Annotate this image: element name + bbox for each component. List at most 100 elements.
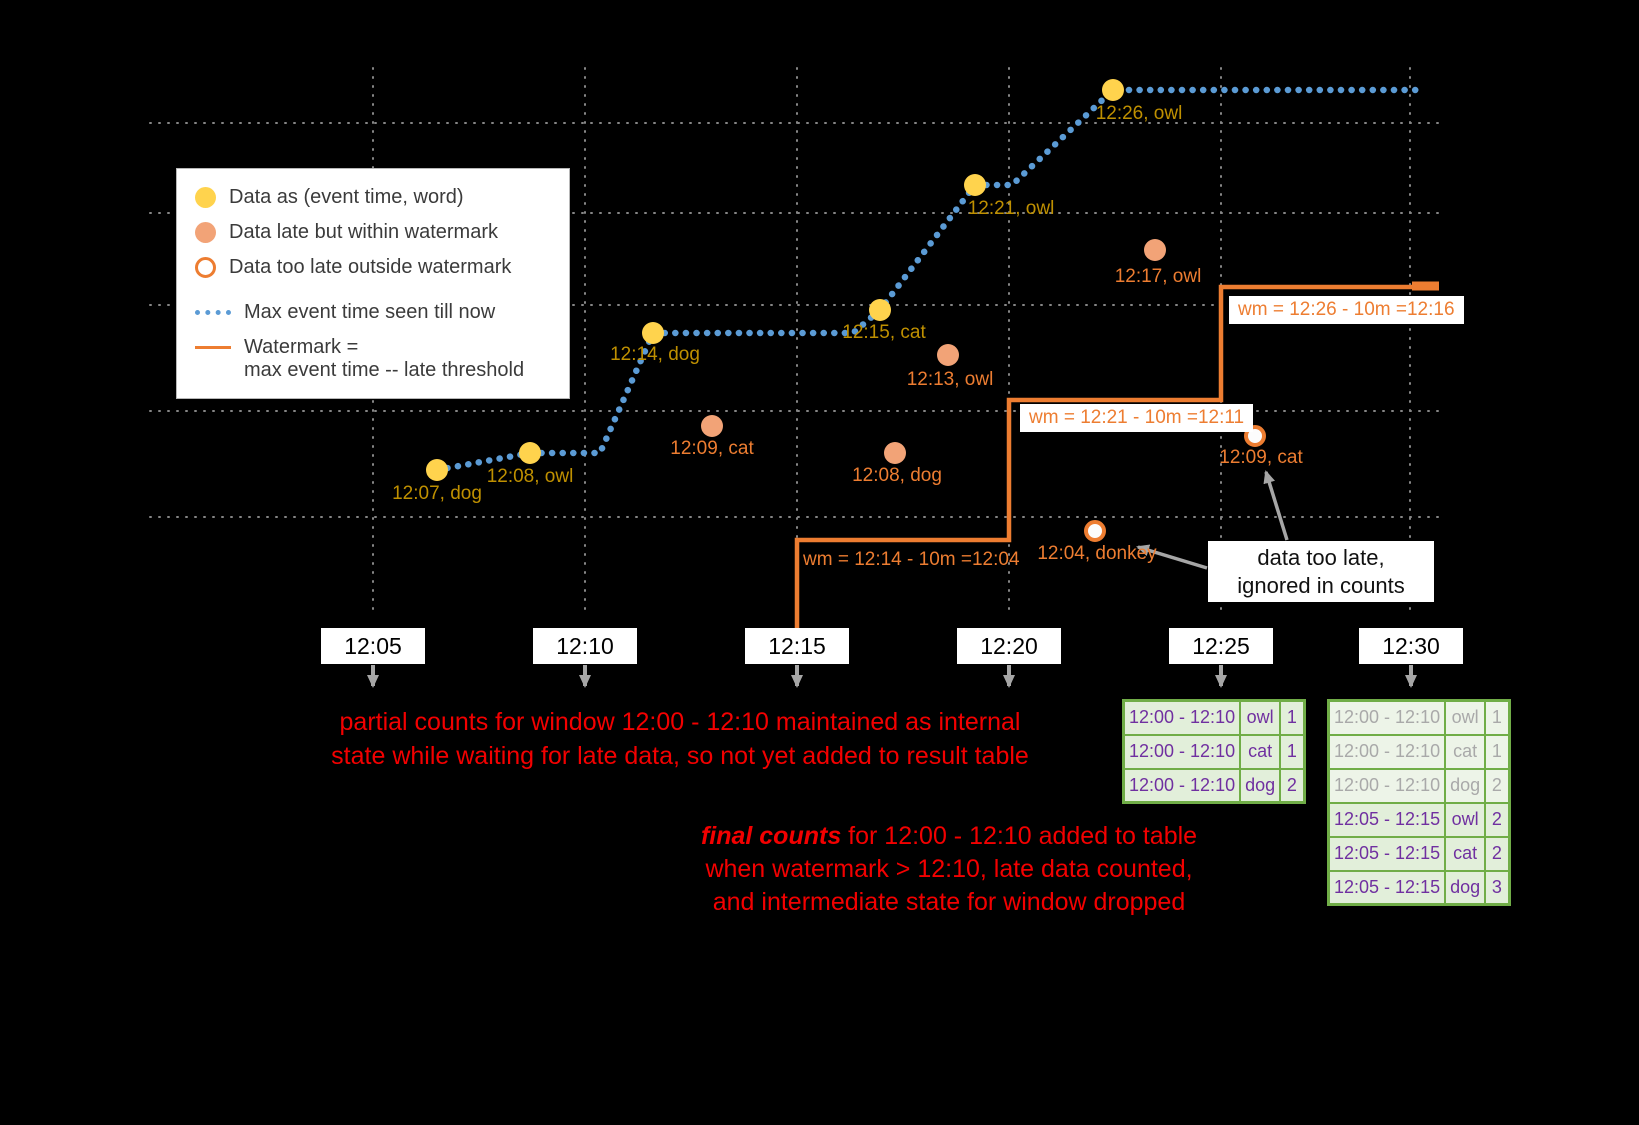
point-label: 12:09, cat (1219, 447, 1303, 468)
too-late-ring-icon (195, 257, 216, 278)
legend-item-too-late: Data too late outside watermark (195, 253, 551, 282)
word-cell: dog (1444, 767, 1487, 804)
word-cell: cat (1239, 733, 1282, 770)
watermark-label-1: wm = 12:14 - 10m =12:04 (803, 549, 1020, 570)
data-point-on-time (642, 322, 664, 344)
count-cell: 3 (1484, 869, 1511, 906)
data-point-late (701, 415, 723, 437)
window-cell: 12:05 - 12:15 (1327, 835, 1447, 872)
point-label: 12:09, cat (670, 438, 754, 459)
data-point-on-time (1102, 79, 1124, 101)
annotation-line: partial counts for window 12:00 - 12:10 … (339, 708, 1021, 736)
word-cell: owl (1444, 801, 1487, 838)
table-row: 12:00 - 12:10 owl 1 (1122, 699, 1306, 736)
annotation-line: state while waiting for late data, so no… (331, 742, 1029, 770)
legend-label: Watermark = (244, 336, 359, 358)
count-cell: 2 (1484, 767, 1511, 804)
point-label: 12:13, owl (906, 369, 994, 390)
data-point-late (884, 442, 906, 464)
watermark-step-line (794, 284, 1437, 644)
table-row: 12:05 - 12:15 dog 3 (1327, 869, 1511, 906)
point-label: 12:21, owl (967, 198, 1055, 219)
count-cell: 2 (1484, 801, 1511, 838)
max-event-time-line (433, 86, 1424, 474)
table-row: 12:00 - 12:10 dog 2 (1122, 767, 1306, 804)
annotation-final-counts: final counts for 12:00 - 12:10 added to … (683, 820, 1215, 919)
window-cell: 12:05 - 12:15 (1327, 869, 1447, 906)
axis-tick-12-25: 12:25 (1169, 628, 1273, 664)
point-label: 12:08, dog (852, 465, 942, 486)
data-point-too-late (1084, 520, 1106, 542)
data-point-late (937, 344, 959, 366)
table-row: 12:05 - 12:15 owl 2 (1327, 801, 1511, 838)
axis-arrows (367, 665, 1417, 688)
count-cell: 2 (1279, 767, 1306, 804)
count-cell: 1 (1279, 699, 1306, 736)
annotation-line: and intermediate state for window droppe… (712, 888, 1186, 916)
table-row-faded: 12:00 - 12:10 owl 1 (1327, 699, 1511, 736)
result-table-12-25: 12:00 - 12:10 owl 1 12:00 - 12:10 cat 1 … (1122, 699, 1306, 804)
watermark-line-icon (195, 346, 231, 349)
data-point-on-time (426, 459, 448, 481)
note-line: data too late, (1257, 544, 1385, 570)
legend-item-watermark-cont: max event time -- late threshold (195, 358, 551, 382)
table-row-faded: 12:00 - 12:10 cat 1 (1327, 733, 1511, 770)
point-label: 12:08, owl (486, 466, 574, 487)
point-label: 12:07, dog (392, 483, 482, 504)
legend-item-on-time: Data as (event time, word) (195, 183, 551, 212)
window-cell: 12:05 - 12:15 (1327, 801, 1447, 838)
late-dot-icon (195, 222, 216, 243)
window-cell: 12:00 - 12:10 (1122, 767, 1242, 804)
axis-tick-12-10: 12:10 (533, 628, 637, 664)
data-point-on-time (519, 442, 541, 464)
table-row-faded: 12:00 - 12:10 dog 2 (1327, 767, 1511, 804)
data-point-on-time (964, 174, 986, 196)
count-cell: 1 (1279, 733, 1306, 770)
count-cell: 2 (1484, 835, 1511, 872)
note-too-late: data too late, ignored in counts (1208, 541, 1434, 602)
window-cell: 12:00 - 12:10 (1327, 699, 1447, 736)
point-label: 12:26, owl (1095, 103, 1183, 124)
annotation-line-rest: for 12:00 - 12:10 added to table (841, 822, 1198, 850)
max-event-time-line-icon (195, 310, 231, 315)
legend-item-max-event-time: Max event time seen till now (195, 298, 551, 327)
annotation-partial-counts: partial counts for window 12:00 - 12:10 … (290, 705, 1070, 773)
legend-label: Data late but within watermark (229, 221, 499, 243)
window-cell: 12:00 - 12:10 (1122, 733, 1242, 770)
point-label: 12:04, donkey (1037, 543, 1157, 564)
word-cell: dog (1444, 869, 1487, 906)
legend-label: Data as (event time, word) (229, 186, 464, 208)
data-point-late (1144, 239, 1166, 261)
too-late-arrows (1136, 470, 1289, 570)
word-cell: cat (1444, 733, 1487, 770)
annotation-line: when watermark > 12:10, late data counte… (705, 855, 1193, 883)
annotation-line: final counts for 12:00 - 12:10 added to … (683, 820, 1215, 853)
count-cell: 1 (1484, 733, 1511, 770)
word-cell: owl (1444, 699, 1487, 736)
note-line: ignored in counts (1237, 572, 1405, 598)
axis-tick-12-05: 12:05 (321, 628, 425, 664)
on-time-dot-icon (195, 187, 216, 208)
word-cell: owl (1239, 699, 1282, 736)
result-table-12-30: 12:00 - 12:10 owl 1 12:00 - 12:10 cat 1 … (1327, 699, 1511, 906)
legend-item-watermark: Watermark = (195, 333, 551, 362)
axis-tick-12-20: 12:20 (957, 628, 1061, 664)
legend-item-late: Data late but within watermark (195, 218, 551, 247)
point-label: 12:15, cat (842, 322, 926, 343)
count-cell: 1 (1484, 699, 1511, 736)
axis-tick-12-30: 12:30 (1359, 628, 1463, 664)
table-row: 12:00 - 12:10 cat 1 (1122, 733, 1306, 770)
legend-label: max event time -- late threshold (244, 358, 525, 381)
window-cell: 12:00 - 12:10 (1327, 767, 1447, 804)
word-cell: dog (1239, 767, 1282, 804)
watermark-label-2: wm = 12:21 - 10m =12:11 (1020, 404, 1254, 432)
axis-tick-12-15: 12:15 (745, 628, 849, 664)
legend-label: Max event time seen till now (244, 301, 496, 323)
word-cell: cat (1444, 835, 1487, 872)
legend-label: Data too late outside watermark (229, 256, 512, 278)
window-cell: 12:00 - 12:10 (1327, 733, 1447, 770)
watermark-label-3: wm = 12:26 - 10m =12:16 (1229, 296, 1464, 324)
window-cell: 12:00 - 12:10 (1122, 699, 1242, 736)
data-point-on-time (869, 299, 891, 321)
